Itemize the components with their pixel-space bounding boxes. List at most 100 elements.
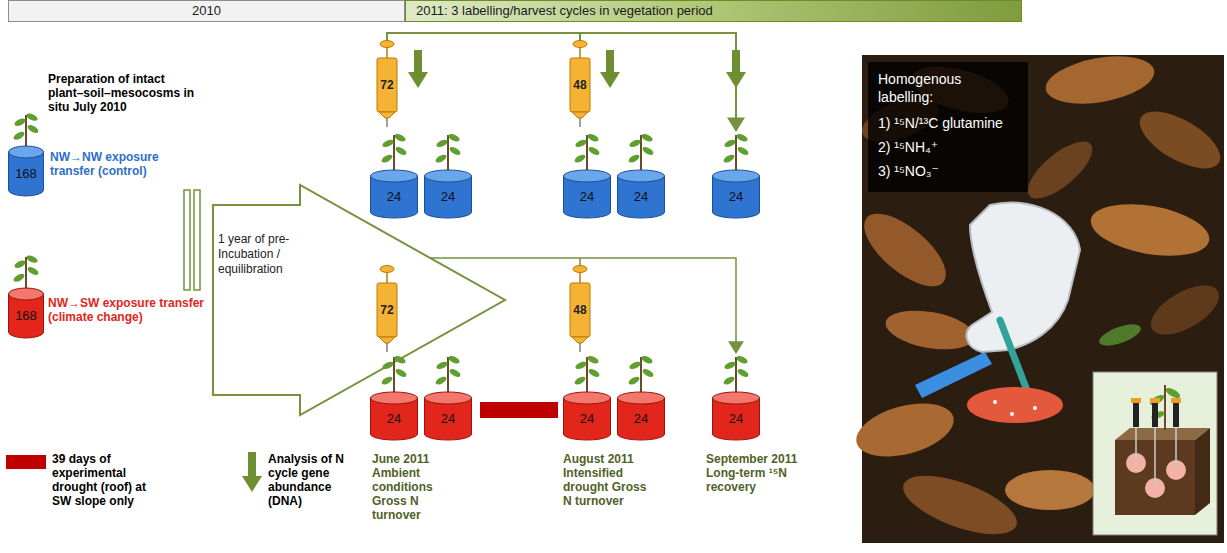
node-text: 3) ¹⁵NO₃⁻ [878, 162, 1020, 180]
plant-leaf [586, 132, 599, 143]
cylinder-shape [370, 132, 418, 218]
syringe-body [377, 58, 397, 112]
label-box: NW→NW exposure transfer (control) [50, 150, 180, 178]
node-text: 24 [729, 181, 743, 212]
plant-leaf [380, 375, 393, 386]
node-text: 24 [634, 403, 648, 434]
syringe-tip [379, 337, 395, 343]
plant-leaf [641, 367, 654, 378]
mesocosm-cylinder: 24 [424, 354, 472, 440]
text-label: September 2011 Long-term ¹⁵N recovery [706, 452, 831, 494]
mesocosm-cylinder: 168 [8, 112, 44, 196]
node-text: 24 [580, 181, 594, 212]
cylinder-top [564, 170, 611, 182]
mesocosm-cylinder: 24 [370, 132, 418, 218]
leaf [850, 394, 959, 466]
plant-leaf [26, 265, 39, 276]
cylinder-shape [617, 132, 665, 218]
syringe-body [377, 283, 397, 337]
node-text: 24 [634, 181, 648, 212]
syringe-plunger [386, 48, 388, 58]
plant-leaf [434, 375, 447, 386]
syringe-body [1133, 403, 1139, 427]
leaf [853, 201, 958, 299]
leaf [1131, 100, 1227, 180]
syringe-tip [572, 112, 588, 118]
syringe-tip [379, 112, 395, 118]
syringe-body [1173, 403, 1179, 427]
timeline-band: 2011: 3 labelling/harvest cycles in vege… [405, 0, 1022, 22]
plant-leaf [722, 375, 735, 386]
label-syringe: 72 [376, 40, 398, 127]
plant-leaf [381, 138, 394, 149]
cylinder-top [371, 392, 418, 404]
plant-leaf [394, 367, 407, 378]
syringe-needle [579, 343, 581, 352]
text-label: NW→SW exposure transfer (climate change) [48, 296, 208, 324]
plant-leaf [448, 145, 461, 156]
bracket-stub [579, 258, 581, 266]
cylinder-shape [424, 132, 472, 218]
leaf [1042, 49, 1158, 111]
syringe-plunger [579, 48, 581, 58]
plot-tag [915, 352, 992, 398]
inset-panel [1093, 372, 1217, 535]
plant-leaf [628, 360, 641, 371]
cylinder-top [618, 392, 665, 404]
plant-leaf [13, 259, 26, 270]
syringe-body [570, 58, 590, 112]
node-text: 24 [441, 181, 455, 212]
disc-dot [1010, 412, 1014, 416]
analysis-arrow [600, 50, 620, 88]
label-box: Preparation of intact plant–soil–mesocos… [48, 72, 203, 114]
node-text: 24 [387, 181, 401, 212]
mesocosm-cylinder: 24 [617, 132, 665, 218]
plant-leaf [735, 354, 748, 365]
plant-leaf [447, 132, 460, 143]
soil-side [1195, 428, 1210, 515]
node-text: 24 [580, 403, 594, 434]
cylinder-top [713, 392, 760, 404]
node-text: 2) ¹⁵NH₄⁺ [878, 138, 1020, 156]
label-syringe: 48 [569, 40, 591, 127]
plant-leaf [573, 375, 586, 386]
analysis-arrow [726, 50, 746, 88]
text-label: Preparation of intact plant–soil–mesocos… [48, 72, 203, 114]
label-box: September 2011 Long-term ¹⁵N recovery [706, 452, 831, 494]
drought-roof [480, 402, 558, 418]
node-text: 24 [729, 403, 743, 434]
timeline-band: 2010 [8, 0, 405, 22]
node-text: 48 [573, 58, 586, 112]
plant-leaf [435, 138, 448, 149]
cylinder-body [9, 152, 44, 196]
mesocosm-cylinder: 24 [563, 354, 611, 440]
plant-leaf [12, 272, 25, 283]
node-text: 1 year of pre-Incubation / equilibration [218, 232, 296, 277]
disc-dot [993, 400, 997, 404]
cylinder-shape [8, 254, 44, 338]
label-disc [967, 387, 1063, 423]
leaf [1005, 470, 1095, 510]
plant-leaf [381, 360, 394, 371]
plant-leaf [435, 360, 448, 371]
syringe-needle [386, 118, 388, 127]
disc-dot [1033, 406, 1037, 410]
node-text: 72 [380, 58, 393, 112]
plant-leaf [640, 132, 653, 143]
plant-leaf [641, 145, 654, 156]
syringe-cap [380, 266, 394, 273]
syringe-needle [1175, 425, 1177, 467]
text-label: August 2011 Intensified drought Gross N … [563, 452, 651, 508]
label-box: NW→SW exposure transfer (climate change) [48, 296, 208, 324]
mesocosm-cylinder: 24 [563, 132, 611, 218]
cylinder-shape [712, 132, 760, 218]
label-box: August 2011 Intensified drought Gross N … [563, 452, 651, 508]
syringe-cap [573, 41, 587, 48]
syringe-plunger [579, 273, 581, 283]
leaf [1019, 132, 1101, 208]
big-arrow-outline [213, 185, 505, 415]
legend-box: 39 days of experimental drought (roof) a… [52, 452, 164, 508]
syringe-needle [386, 343, 388, 352]
